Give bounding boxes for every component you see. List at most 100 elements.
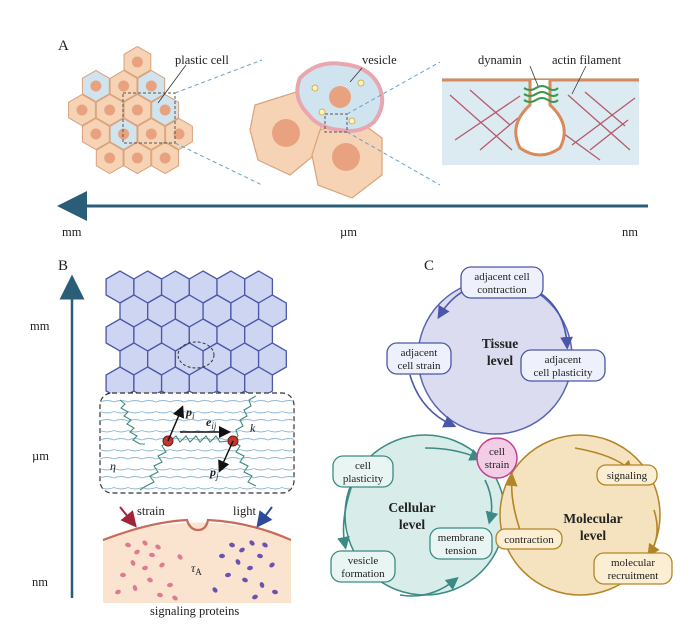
signaling-protein bbox=[212, 587, 218, 593]
label-leader-vesicle bbox=[349, 67, 363, 83]
membrane-wave bbox=[100, 457, 294, 460]
membrane-closeup: dynamin actin filament bbox=[442, 53, 639, 165]
symbol-e-ij: eij bbox=[206, 415, 217, 431]
membrane-wave bbox=[100, 438, 294, 441]
label-signaling-proteins: signaling proteins bbox=[150, 604, 239, 618]
scale-b-nm: nm bbox=[32, 575, 48, 589]
strain-proteins bbox=[115, 540, 183, 601]
signaling-protein bbox=[125, 542, 131, 548]
panel-b-letter: B bbox=[58, 258, 68, 274]
membrane-section bbox=[102, 518, 292, 542]
scale-a-mm: mm bbox=[62, 225, 82, 239]
cell-nucleus bbox=[159, 104, 171, 116]
label-light: light bbox=[233, 504, 256, 518]
signaling-protein bbox=[257, 553, 263, 559]
signaling-protein bbox=[272, 589, 278, 595]
scale-b-mm: mm bbox=[30, 319, 50, 333]
cell-nucleus bbox=[159, 152, 171, 164]
cell-nucleus bbox=[131, 56, 143, 68]
scale-a-um: µm bbox=[340, 225, 357, 239]
zoom-line-vesicle-bottom bbox=[346, 131, 441, 186]
membrane-wave bbox=[100, 419, 294, 422]
signaling-protein bbox=[269, 562, 275, 568]
signaling-protein bbox=[239, 547, 245, 553]
cell-nucleus bbox=[145, 128, 157, 140]
label-plastic-cell: plastic cell bbox=[175, 53, 229, 67]
signaling-protein bbox=[142, 565, 148, 571]
signaling-protein bbox=[130, 560, 136, 566]
panel-a-letter: A bbox=[58, 38, 69, 54]
zoom-line-tissue-top bbox=[174, 59, 263, 94]
vertex-model-box: pi eij pj k η bbox=[99, 392, 295, 494]
symbol-eta: η bbox=[110, 459, 116, 473]
signaling-cross-section: strain light τA signaling proteins bbox=[102, 504, 292, 618]
signaling-protein bbox=[242, 577, 248, 583]
signaling-protein bbox=[157, 592, 163, 598]
cell-nucleus bbox=[131, 152, 143, 164]
signaling-protein bbox=[172, 595, 178, 601]
signaling-protein bbox=[155, 544, 161, 550]
tissue-cluster bbox=[68, 45, 193, 175]
symbol-k: k bbox=[250, 421, 256, 435]
membrane-wave bbox=[100, 487, 294, 490]
symbol-tau-a: τA bbox=[191, 561, 202, 577]
hex-lattice bbox=[105, 270, 287, 400]
zoom-line-vesicle-top bbox=[346, 61, 441, 115]
panel-a: A plastic cell vesicle bbox=[57, 38, 648, 239]
label-vesicle: vesicle bbox=[362, 53, 397, 67]
node-signaling: signaling bbox=[596, 464, 658, 486]
membrane-wave bbox=[100, 411, 294, 414]
cell-nucleus bbox=[131, 104, 143, 116]
vesicle-2 bbox=[357, 79, 365, 87]
cell-nucleus bbox=[104, 104, 116, 116]
cell-nucleus bbox=[118, 128, 130, 140]
signaling-protein bbox=[115, 589, 121, 595]
panel-c-letter: C bbox=[424, 258, 434, 274]
signaling-protein bbox=[247, 565, 253, 571]
nucleus-bottom-large bbox=[332, 143, 360, 171]
signaling-protein bbox=[262, 542, 268, 548]
vector-p-i-arrow bbox=[167, 405, 185, 442]
vesicle-4 bbox=[348, 117, 356, 125]
vector-p-j-arrow bbox=[218, 440, 234, 473]
node-contraction: contraction bbox=[495, 528, 563, 550]
actin-filaments bbox=[449, 89, 636, 161]
signaling-protein bbox=[249, 540, 255, 546]
nucleus-plastic-large bbox=[329, 86, 351, 108]
zoom-box-vesicle bbox=[324, 113, 348, 133]
membrane-wave bbox=[100, 430, 294, 433]
signaling-protein bbox=[177, 554, 183, 560]
endocytic-pit bbox=[514, 80, 566, 157]
springs bbox=[119, 395, 257, 491]
symbol-p-i: pi bbox=[185, 405, 195, 421]
signaling-protein bbox=[134, 549, 140, 555]
membrane-wave bbox=[100, 476, 294, 479]
cell-nucleus bbox=[90, 128, 102, 140]
label-leader-actin bbox=[571, 65, 587, 95]
cellular-cycle-arrows bbox=[337, 447, 499, 597]
label-actin-filament: actin filament bbox=[552, 53, 622, 67]
light-proteins bbox=[212, 540, 278, 600]
svg-text:contraction: contraction bbox=[504, 534, 554, 546]
cytoplasm-section bbox=[103, 522, 291, 603]
zoom-box-tissue bbox=[122, 92, 176, 144]
label-leader-plastic bbox=[157, 64, 187, 104]
two-cells: vesicle bbox=[249, 53, 397, 199]
membrane-wave bbox=[100, 468, 294, 471]
vesicle-3 bbox=[318, 108, 326, 116]
